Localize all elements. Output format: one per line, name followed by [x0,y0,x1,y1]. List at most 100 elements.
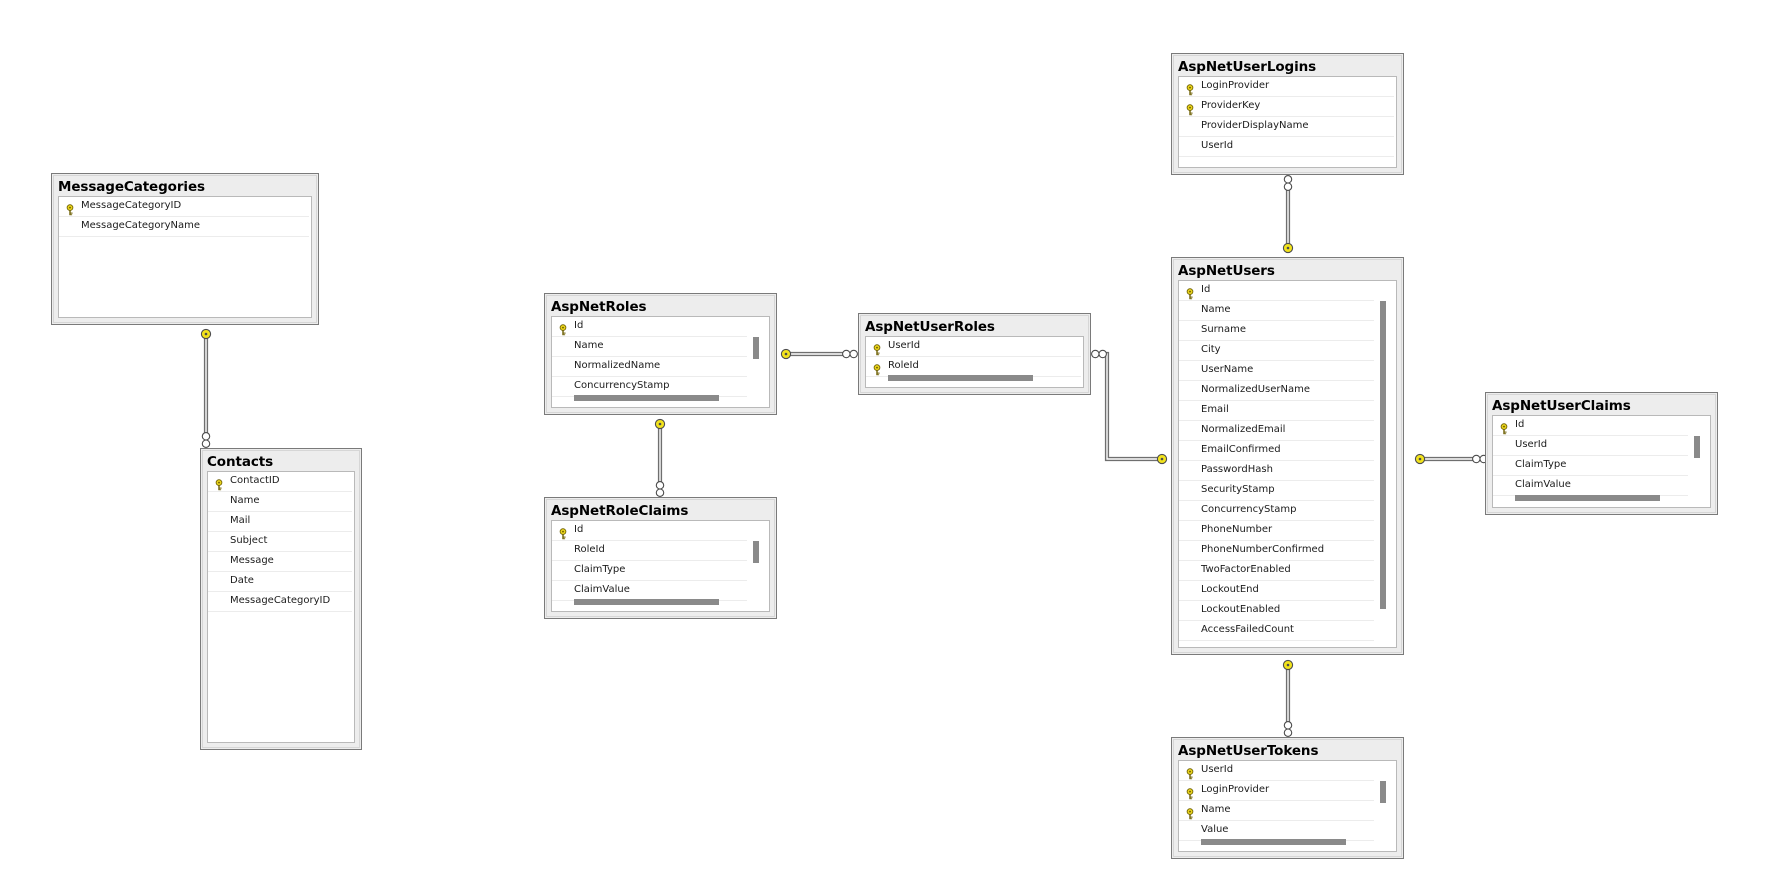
column-row[interactable]: UserId [1493,436,1688,456]
column-row[interactable]: Name [1179,301,1374,321]
column-row[interactable]: ClaimValue [552,581,747,601]
column-row[interactable]: UserName [1179,361,1374,381]
column-name: MessageCategoryName [81,220,201,231]
column-row[interactable]: NormalizedUserName [1179,381,1374,401]
column-row[interactable]: PasswordHash [1179,461,1374,481]
column-row[interactable]: Subject [208,532,352,552]
column-name: Email [1201,404,1229,415]
horizontal-scrollbar-thumb[interactable] [888,375,1033,381]
column-row[interactable]: MessageCategoryID [208,592,352,612]
column-name: Surname [1201,324,1246,335]
column-row[interactable]: TwoFactorEnabled [1179,561,1374,581]
column-row[interactable]: Id [552,521,747,541]
column-name: Name [574,340,604,351]
table-title: AspNetUserLogins [1178,59,1317,75]
column-row[interactable]: NormalizedEmail [1179,421,1374,441]
primary-key-icon [1499,420,1509,435]
primary-key-icon [214,476,224,491]
column-row[interactable]: Name [1179,801,1374,821]
horizontal-scrollbar-thumb[interactable] [574,599,719,605]
column-row[interactable]: AccessFailedCount [1179,621,1374,641]
column-name: UserName [1201,364,1254,375]
column-row[interactable]: Date [208,572,352,592]
column-row[interactable]: ContactID [208,472,352,492]
one-end-icon [780,348,792,360]
column-row[interactable]: Surname [1179,321,1374,341]
horizontal-scrollbar-thumb[interactable] [1515,495,1660,501]
column-row[interactable]: Name [552,337,747,357]
horizontal-scrollbar-thumb[interactable] [574,395,719,401]
primary-key-icon [65,201,75,216]
column-name: PhoneNumberConfirmed [1201,544,1325,555]
column-row[interactable]: UserId [866,337,1081,357]
column-row[interactable]: Email [1179,401,1374,421]
column-row[interactable]: ConcurrencyStamp [1179,501,1374,521]
column-row[interactable]: LoginProvider [1179,77,1394,97]
column-row[interactable]: Id [552,317,747,337]
vertical-scrollbar-thumb[interactable] [753,337,759,359]
column-row[interactable]: UserId [1179,761,1374,781]
column-row[interactable]: UserId [1179,137,1394,157]
column-row[interactable]: Name [208,492,352,512]
column-row[interactable]: SecurityStamp [1179,481,1374,501]
table-title: AspNetUserClaims [1492,398,1631,414]
column-name: RoleId [888,360,919,371]
column-row[interactable]: ClaimType [552,561,747,581]
column-row[interactable]: City [1179,341,1374,361]
column-row[interactable]: LockoutEnd [1179,581,1374,601]
column-row[interactable]: ClaimType [1493,456,1688,476]
column-name: PasswordHash [1201,464,1273,475]
many-end-icon [842,349,858,359]
column-row[interactable]: ConcurrencyStamp [552,377,747,397]
vertical-scrollbar-thumb[interactable] [1380,781,1386,803]
column-name: City [1201,344,1221,355]
column-name: ProviderKey [1201,100,1261,111]
column-row[interactable]: MessageCategoryName [59,217,309,237]
column-row[interactable]: ClaimValue [1493,476,1688,496]
column-row[interactable]: NormalizedName [552,357,747,377]
vertical-scrollbar-thumb[interactable] [753,541,759,563]
table-title: MessageCategories [58,179,205,195]
vertical-scrollbar-thumb[interactable] [1694,436,1700,458]
column-name: Id [574,524,584,535]
relationship-aspnetusers-aspnetuserroles [1101,351,1162,462]
many-end-icon [201,432,211,448]
column-row[interactable]: LoginProvider [1179,781,1374,801]
column-name: Name [230,495,260,506]
column-row[interactable]: PhoneNumberConfirmed [1179,541,1374,561]
table-title: AspNetUsers [1178,263,1275,279]
column-row[interactable]: RoleId [552,541,747,561]
primary-key-icon [1185,101,1195,116]
column-row[interactable]: PhoneNumber [1179,521,1374,541]
table-title: AspNetUserRoles [865,319,995,335]
column-row[interactable]: RoleId [866,357,1081,377]
column-row[interactable]: Value [1179,821,1374,841]
column-row[interactable]: ProviderKey [1179,97,1394,117]
column-row[interactable]: Mail [208,512,352,532]
column-grid: MessageCategoryID MessageCategoryName [58,196,312,318]
column-row[interactable]: MessageCategoryID [59,197,309,217]
column-row[interactable]: Id [1179,281,1374,301]
horizontal-scrollbar-thumb[interactable] [1201,839,1346,845]
primary-key-icon [1185,805,1195,820]
one-end-icon [1156,453,1168,465]
column-row[interactable]: EmailConfirmed [1179,441,1374,461]
column-name: ProviderDisplayName [1201,120,1309,131]
vertical-scrollbar-thumb[interactable] [1380,301,1386,609]
column-row[interactable]: Message [208,552,352,572]
column-name: RoleId [574,544,605,555]
column-row[interactable]: Id [1493,416,1688,436]
column-row[interactable]: ProviderDisplayName [1179,117,1394,137]
column-row[interactable]: LockoutEnabled [1179,601,1374,621]
